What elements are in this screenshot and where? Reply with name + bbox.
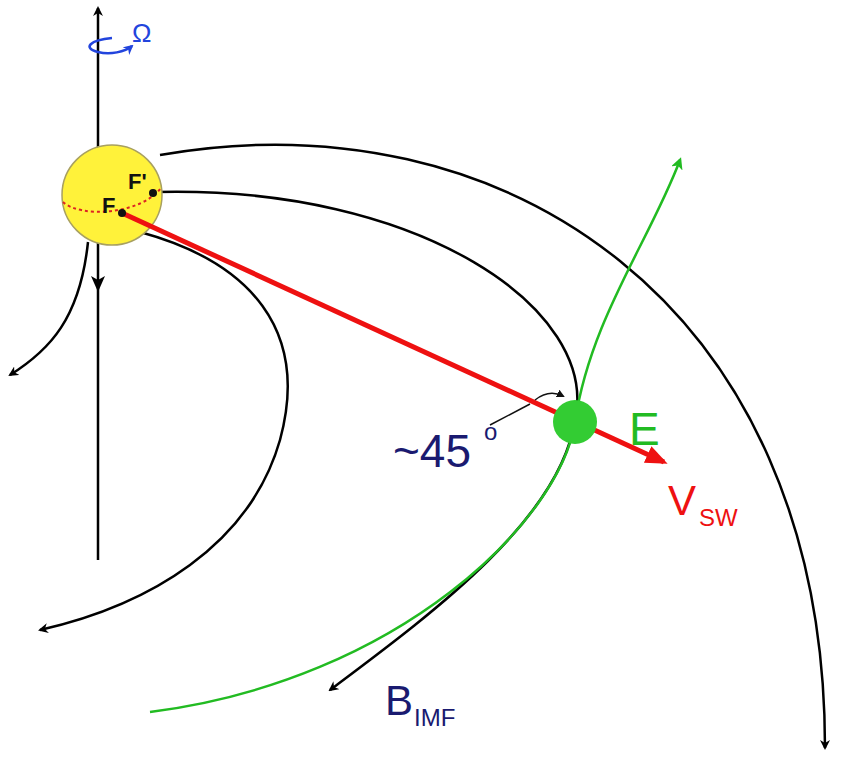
sun: F' F <box>62 145 162 245</box>
degree-mark: o <box>484 420 497 444</box>
footpoint-dot <box>118 209 126 217</box>
sun-disc <box>62 145 162 245</box>
rotation-arrow <box>90 38 132 53</box>
footpoint-label: F <box>102 195 115 217</box>
axis-arrowhead <box>91 276 105 292</box>
field-label: B <box>385 680 413 722</box>
velocity-label: V <box>668 480 696 522</box>
footpoint-label: F' <box>128 171 147 193</box>
rotation-axis <box>97 8 100 150</box>
omega-label: Ω <box>132 20 151 46</box>
earth: E <box>553 400 597 444</box>
field-subscript: IMF <box>414 706 455 730</box>
field-line <box>160 145 825 748</box>
angle-arc <box>535 393 563 400</box>
earth-label: E <box>629 406 660 452</box>
earth-field-line <box>150 160 680 712</box>
footpoint-dot <box>149 189 157 197</box>
angle-label: ~45 <box>393 428 471 474</box>
velocity-subscript: SW <box>699 506 738 530</box>
solar-wind-arrow <box>122 213 664 462</box>
field-line <box>10 242 88 375</box>
